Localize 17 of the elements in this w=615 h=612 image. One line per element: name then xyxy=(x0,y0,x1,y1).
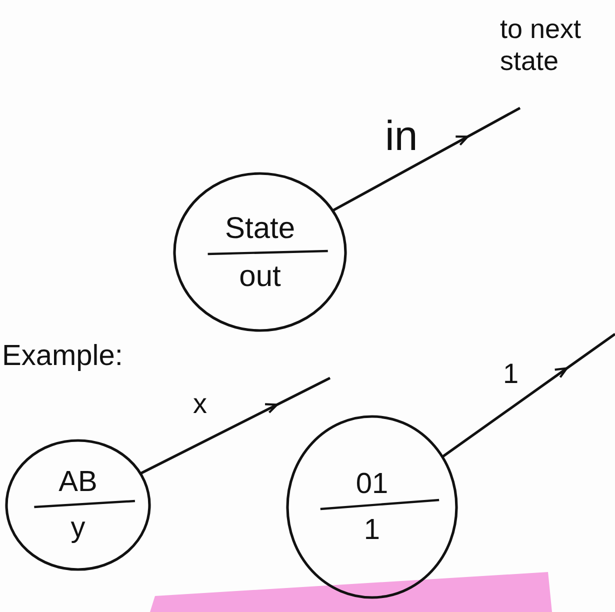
output-value: y xyxy=(70,512,86,546)
edge-label: in xyxy=(385,112,418,160)
state-name: State xyxy=(224,212,296,246)
edge-label: x xyxy=(193,388,207,420)
state-circle xyxy=(5,439,151,571)
transition-arrow xyxy=(332,106,522,212)
state-name: AB xyxy=(58,466,98,499)
example-heading: Example: xyxy=(2,340,123,373)
state-circle xyxy=(173,172,347,332)
output-value: out xyxy=(238,260,282,294)
edge-label: 1 xyxy=(503,358,519,390)
state-circle xyxy=(286,415,458,599)
transition-arrow xyxy=(442,332,615,458)
output-value: 1 xyxy=(362,514,382,548)
destination-text: to next state xyxy=(500,14,612,78)
state-name: 01 xyxy=(354,468,390,501)
transition-arrow xyxy=(140,376,332,474)
